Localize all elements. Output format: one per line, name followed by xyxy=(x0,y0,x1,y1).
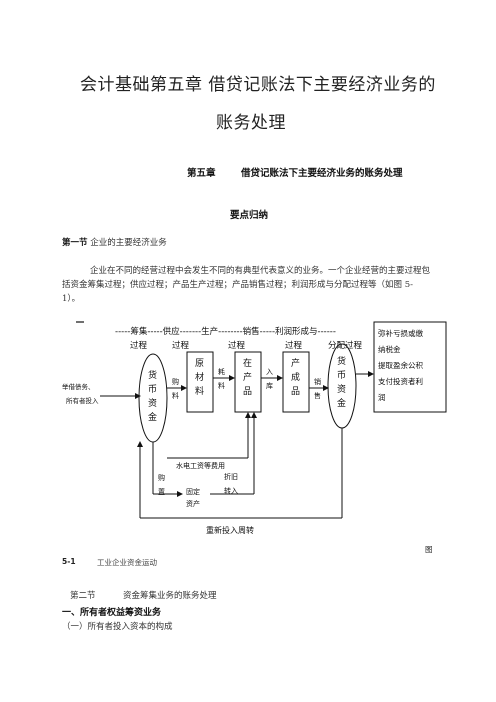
document-title-line-2: 账务处理 xyxy=(216,113,286,133)
fund-right-char-1: 货 xyxy=(337,355,346,367)
buy-char-2: 料 xyxy=(172,391,179,400)
depreciation-line-2: 转入 xyxy=(224,486,238,495)
summary-heading: 要点归纳 xyxy=(230,210,269,221)
section-2-label: 第二节 xyxy=(70,591,96,601)
distribution-line-4: 支付投资者利 xyxy=(378,376,423,386)
distribution-line-5: 润 xyxy=(378,392,386,402)
profit-distribution-box xyxy=(373,321,447,413)
fixed-asset-line-2: 资产 xyxy=(186,499,200,508)
fixed-asset-line-1: 固定 xyxy=(186,487,200,496)
stage-4-label: 过程 xyxy=(285,340,303,351)
fund-left-char-3: 资 xyxy=(148,398,157,409)
sell-char-2: 售 xyxy=(314,391,321,400)
use-char-2: 料 xyxy=(218,381,225,390)
expenses-label: 水电工资等费用 xyxy=(176,461,225,470)
section-2-title: 资金筹集业务的账务处理 xyxy=(123,591,217,601)
return-label: 重新投入周转 xyxy=(206,525,254,535)
buy-char-1: 购 xyxy=(172,377,179,386)
section-1-label: 第一节 xyxy=(62,238,88,248)
fund-right-char-2: 币 xyxy=(337,370,346,381)
chapter-label: 第五章 xyxy=(187,168,216,179)
chapter-title: 借贷记账法下主要经济业务的账务处理 xyxy=(241,168,403,179)
purchase-char-1: 购 xyxy=(158,473,165,482)
distribution-line-1: 弥补亏损或缴 xyxy=(378,328,423,338)
finished-goods-box xyxy=(282,351,310,413)
use-char-1: 耗 xyxy=(218,368,225,376)
input-owner-label: 所有者投入 xyxy=(66,396,99,405)
wip-char-1: 在 xyxy=(243,357,252,369)
wip-char-2: 产 xyxy=(243,371,252,383)
finished-char-3: 品 xyxy=(291,386,300,397)
fund-left-char-1: 货 xyxy=(148,369,157,381)
figure-caption: 工业企业资金运动 xyxy=(97,558,157,567)
raw-char-2: 材 xyxy=(195,371,204,383)
fund-left-char-2: 币 xyxy=(148,384,157,395)
fund-right-char-4: 金 xyxy=(337,397,346,409)
distribution-line-2: 纳税金 xyxy=(378,344,401,354)
depreciation-line-1: 折旧 xyxy=(224,472,238,481)
stock-char-1: 入 xyxy=(266,368,273,376)
fund-left-ellipse xyxy=(138,353,168,443)
purchase-char-2: 置 xyxy=(158,488,165,496)
wip-char-3: 品 xyxy=(243,386,252,397)
subheading-owner-capital: （一）所有者投入资本的构成 xyxy=(62,622,173,632)
stage-2-label: 过程 xyxy=(172,340,190,351)
document-title-line-1: 会计基础第五章 借贷记账法下主要经济业务的 xyxy=(80,75,436,95)
raw-char-3: 料 xyxy=(195,385,204,397)
raw-material-box xyxy=(186,351,214,413)
figure-word: 图 xyxy=(425,545,433,554)
stage-3-label: 过程 xyxy=(228,340,246,351)
raw-char-1: 原 xyxy=(195,358,204,369)
fund-right-char-3: 资 xyxy=(337,384,346,395)
figure-number: 5-1 xyxy=(62,557,76,566)
finished-char-2: 成 xyxy=(291,371,300,383)
process-stages-row: -----筹集-----供应-------生产--------销售-----利润… xyxy=(115,326,336,337)
stage-1-label: 过程 xyxy=(130,340,148,351)
sell-char-1: 销 xyxy=(314,377,321,386)
fund-left-char-4: 金 xyxy=(148,411,157,423)
finished-char-1: 产 xyxy=(291,357,300,369)
stock-char-2: 库 xyxy=(266,381,273,390)
section-1-heading: 第一节 企业的主要经济业务 xyxy=(62,236,167,248)
heading-owner-equity: 一、所有者权益筹资业务 xyxy=(62,608,162,618)
section-1-title: 企业的主要经济业务 xyxy=(90,238,167,248)
capital-flow-diagram: -----筹集-----供应-------生产--------销售-----利润… xyxy=(62,321,447,535)
input-debt-label: 举借债务、 xyxy=(62,382,95,391)
intro-paragraph: 企业在不同的经营过程中会发生不同的有典型代表意义的业务。一个企业经营的主要过程包… xyxy=(62,266,431,304)
distribution-line-3: 提取盈余公积 xyxy=(378,360,423,370)
